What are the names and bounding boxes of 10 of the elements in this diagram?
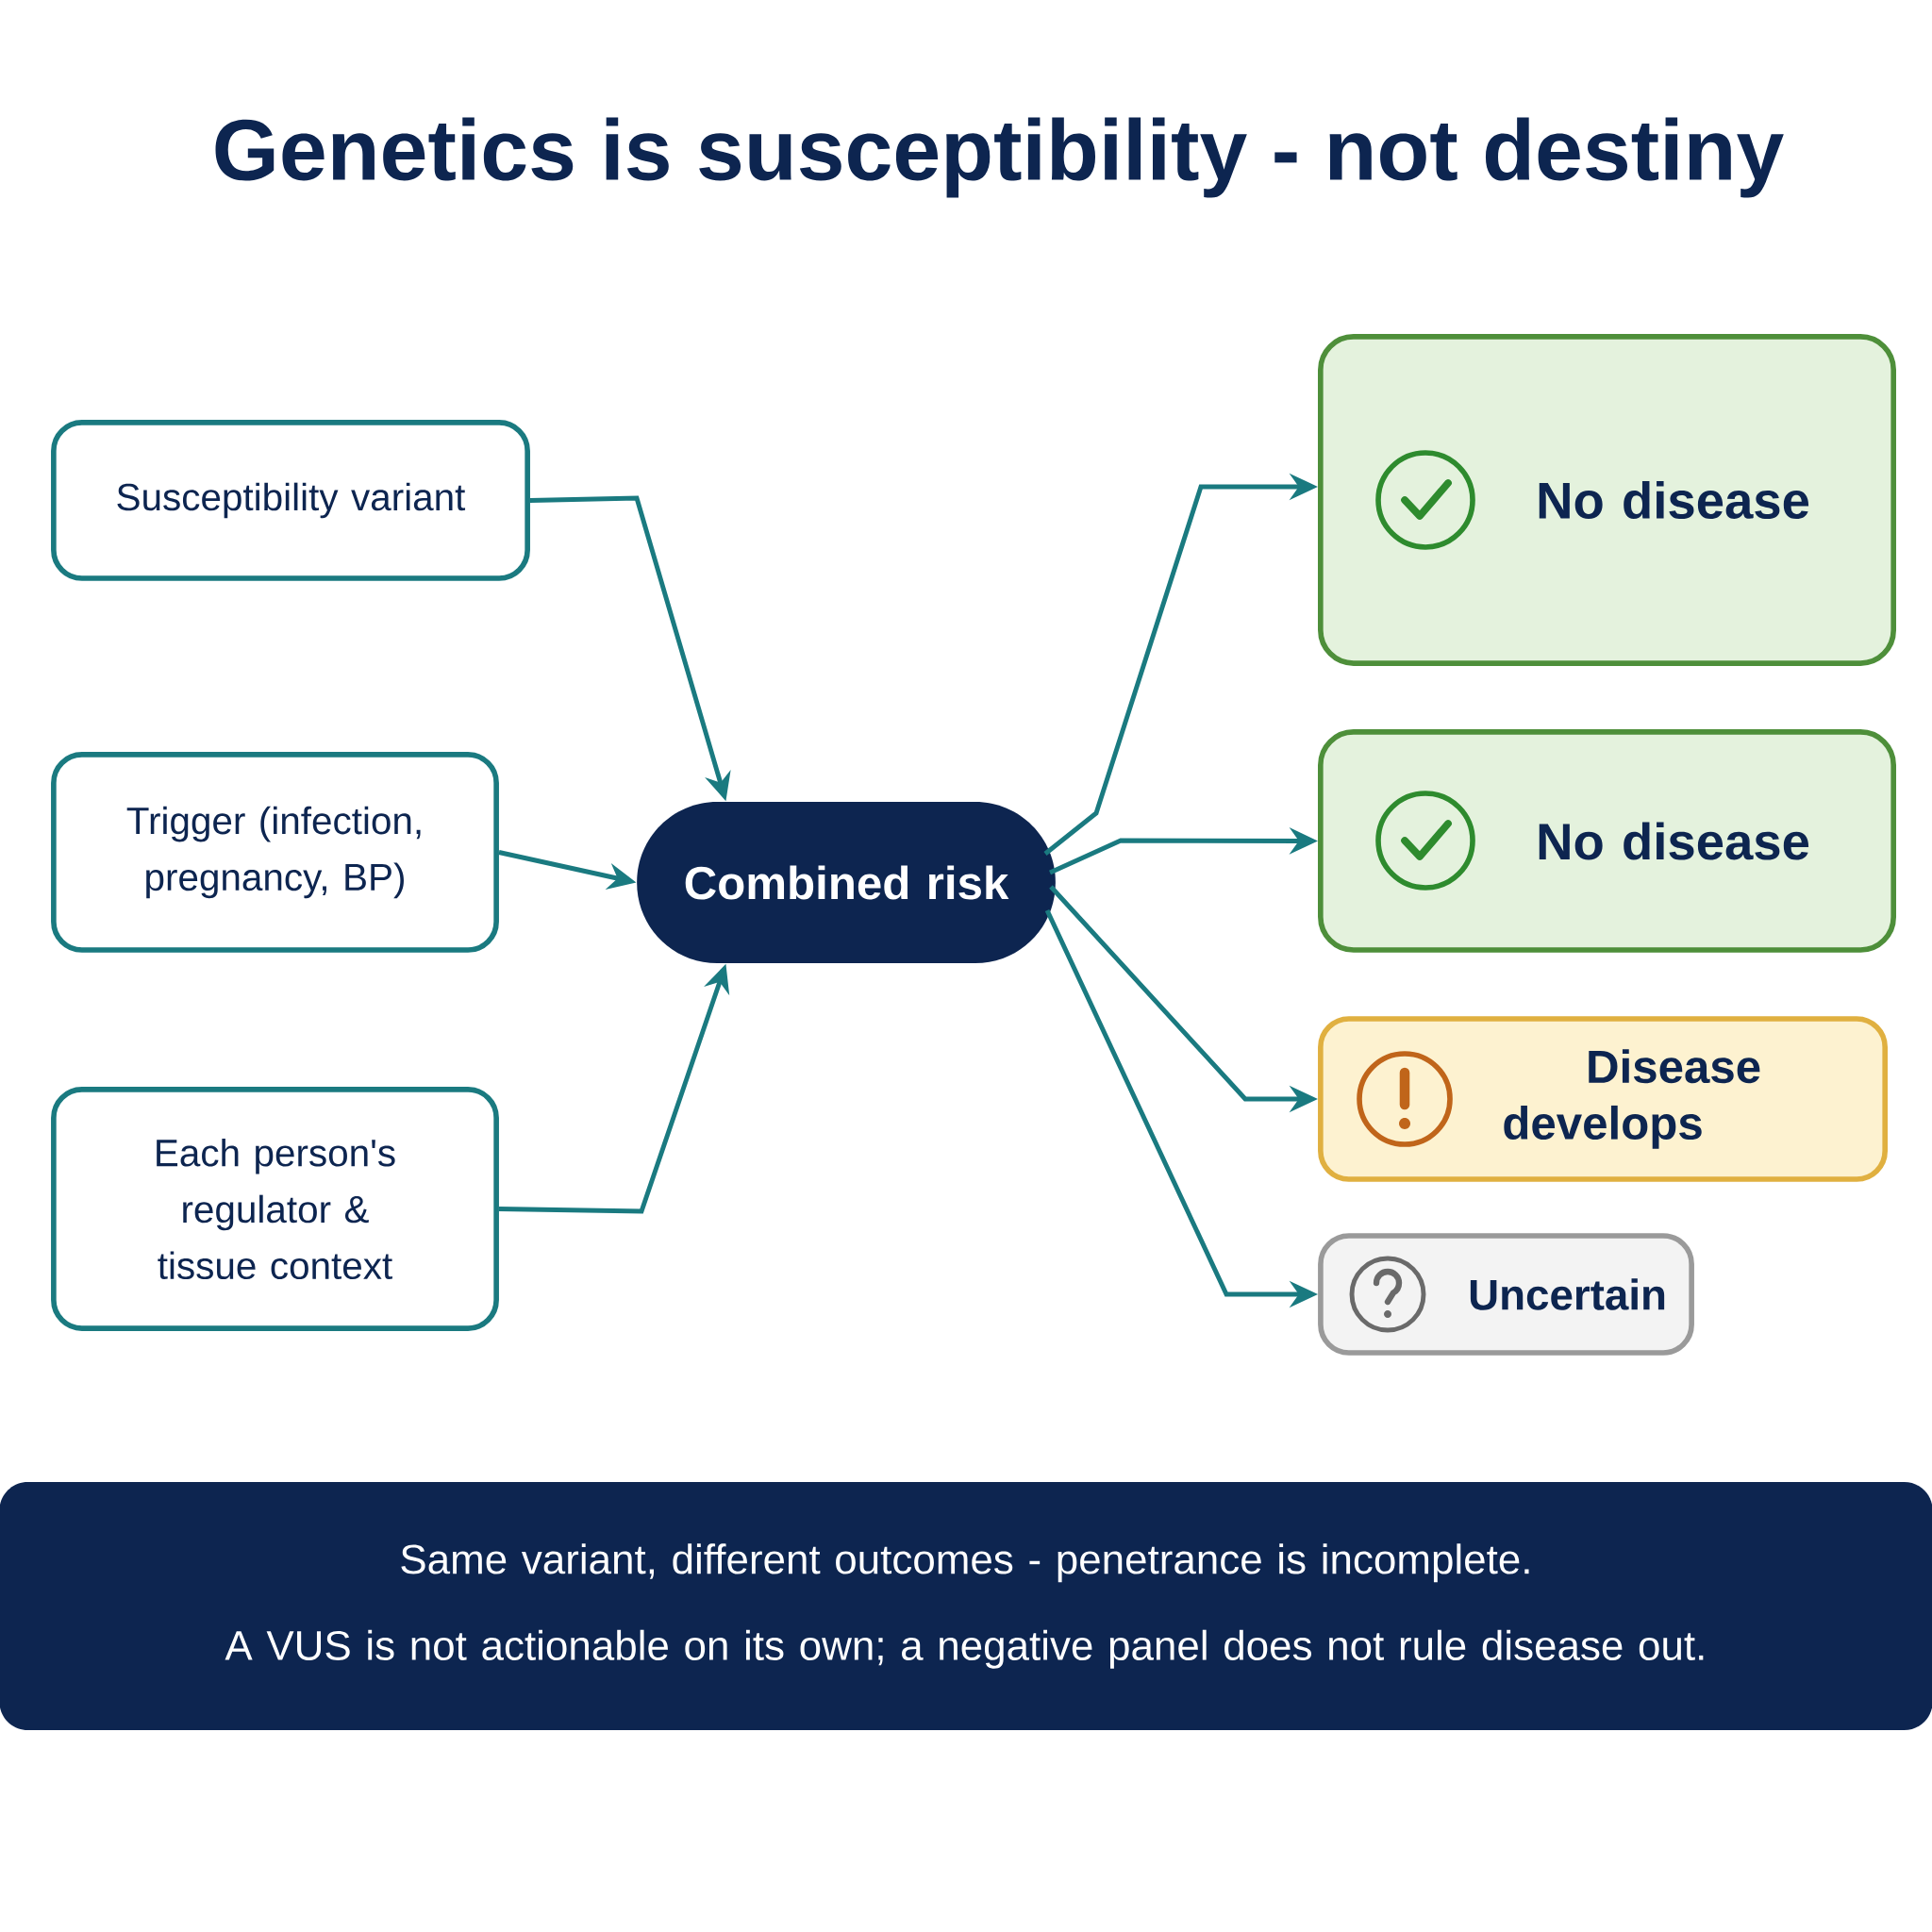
outcome-box: No disease: [1318, 334, 1896, 666]
risk-pill: Combined risk: [637, 801, 1056, 964]
outcome-box: Uncertain: [1318, 1233, 1694, 1356]
factor-box: Each person's regulator & tissue context: [51, 1087, 499, 1331]
factor-box: Trigger (infection, pregnancy, BP): [51, 752, 499, 953]
outcome-box: No disease: [1318, 729, 1896, 953]
factor-box: Susceptibility variant: [51, 420, 530, 581]
title: Genetics is susceptibility - not destiny: [215, 117, 1784, 198]
outcome-box: Disease develops: [1318, 1016, 1888, 1182]
summary-banner: Same variant, different outcomes - penetrance is incomplete. A VUS is not actionable on its own; a negative panel does not rule disease out.: [0, 1481, 1932, 1731]
